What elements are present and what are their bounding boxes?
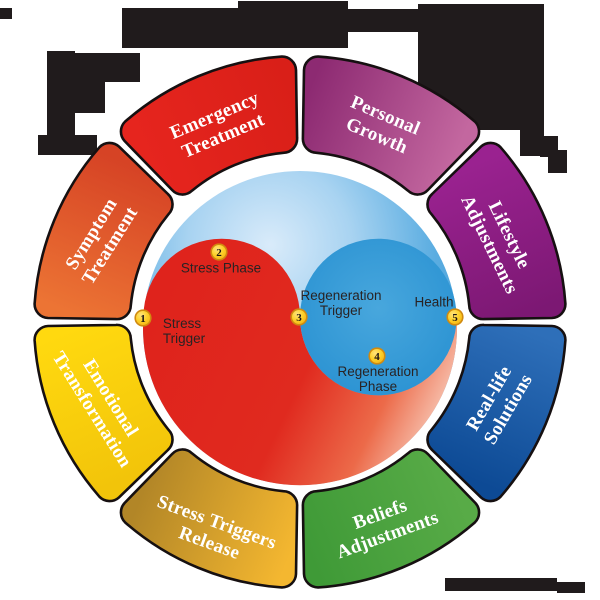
redaction-block bbox=[238, 1, 348, 10]
marker-number-3: 3 bbox=[296, 312, 302, 324]
marker-badge-4 bbox=[368, 347, 386, 365]
ring-segment-emergency-treatment bbox=[119, 55, 299, 196]
redaction-block bbox=[557, 582, 585, 593]
marker-badge-2 bbox=[210, 243, 228, 261]
marker-number-1: 1 bbox=[140, 313, 146, 325]
redaction-block bbox=[47, 51, 75, 135]
ring-segment-stress-triggers-release bbox=[119, 448, 299, 589]
ring-segment-beliefs-adjustments bbox=[301, 448, 481, 589]
ring-segment-emotional-transformation bbox=[33, 323, 174, 503]
ring-segment-lifestyle-adjustments bbox=[426, 141, 567, 321]
marker-number-5: 5 bbox=[452, 312, 458, 324]
ring-segment-real-life-solutions bbox=[426, 323, 567, 503]
ring-segment-personal-growth bbox=[301, 55, 481, 196]
redaction-block bbox=[38, 135, 97, 155]
marker-badge-1 bbox=[134, 309, 152, 327]
redaction-block bbox=[548, 150, 567, 173]
regeneration-phase-blue-circle bbox=[300, 238, 457, 396]
redaction-block bbox=[0, 8, 12, 19]
redaction-block bbox=[445, 578, 557, 591]
ring-segment-symptom-treatment bbox=[33, 141, 174, 321]
marker-number-2: 2 bbox=[216, 247, 222, 259]
marker-badge-3 bbox=[290, 308, 308, 326]
marker-number-4: 4 bbox=[374, 351, 380, 363]
redaction-block bbox=[75, 82, 105, 113]
redaction-block bbox=[348, 9, 418, 32]
marker-badge-5 bbox=[446, 308, 464, 326]
redaction-block bbox=[122, 8, 348, 48]
redaction-block bbox=[75, 53, 140, 82]
stress-phase-red-shape bbox=[142, 238, 457, 486]
